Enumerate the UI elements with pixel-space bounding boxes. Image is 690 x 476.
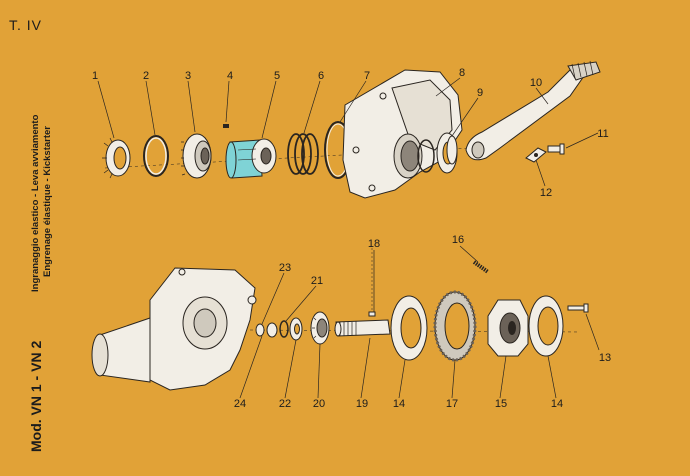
part-11-bolt	[547, 143, 565, 155]
callout-1: 1	[92, 70, 98, 82]
part-6-spring	[287, 133, 319, 175]
callout-23: 23	[279, 262, 291, 274]
callout-19: 19	[356, 398, 368, 410]
callout-2: 2	[143, 70, 149, 82]
part-10-kickstarter-lever	[465, 60, 601, 161]
part-15-hub	[487, 299, 529, 357]
part-1-dog-ring	[102, 137, 131, 179]
callout-18: 18	[368, 238, 380, 250]
part-12-clamp	[525, 147, 547, 163]
callout-14-right: 14	[551, 398, 563, 410]
engine-casing	[91, 267, 257, 391]
callout-9: 9	[477, 87, 483, 99]
part-23-nut	[255, 322, 278, 338]
callout-4: 4	[227, 70, 233, 82]
callout-14-left: 14	[393, 398, 405, 410]
callout-11: 11	[597, 128, 608, 140]
part-22-washer	[279, 317, 303, 341]
callout-8: 8	[459, 67, 465, 79]
leader-lines	[97, 77, 600, 399]
callout-5: 5	[274, 70, 280, 82]
callout-7: 7	[364, 70, 370, 82]
callout-10: 10	[530, 77, 542, 89]
part-5-sleeve	[225, 138, 277, 179]
callout-15: 15	[495, 398, 507, 410]
part-13-bolt	[567, 303, 589, 313]
part-9-washer	[446, 135, 458, 165]
callout-17: 17	[446, 398, 458, 410]
part-4-pin	[223, 124, 229, 128]
callout-22: 22	[279, 398, 291, 410]
callout-16: 16	[452, 234, 464, 246]
lower-axis-line	[249, 329, 581, 333]
callout-12: 12	[540, 187, 552, 199]
part-2-circlip	[143, 135, 169, 177]
callout-numbers: 1 2 3 4 5 6 7 8 9 10 11 12 13 14 14 15 1…	[92, 67, 611, 410]
part-19-shaft	[334, 319, 391, 337]
part-3-gear	[181, 133, 212, 179]
part-16-spring	[472, 260, 490, 274]
plate-label: T. IV	[9, 17, 43, 33]
part-14-disk-left	[390, 295, 428, 361]
callout-3: 3	[185, 70, 191, 82]
part-18-pin	[368, 248, 376, 317]
part-14-disk-right	[528, 295, 564, 357]
callout-13: 13	[599, 352, 611, 364]
part-20-bearing	[310, 311, 330, 345]
callout-21: 21	[311, 275, 323, 287]
callout-20: 20	[313, 398, 325, 410]
callout-6: 6	[318, 70, 324, 82]
callout-24: 24	[234, 398, 246, 410]
part-8-cover-housing	[342, 69, 463, 199]
part-17-crown-gear	[433, 290, 477, 362]
